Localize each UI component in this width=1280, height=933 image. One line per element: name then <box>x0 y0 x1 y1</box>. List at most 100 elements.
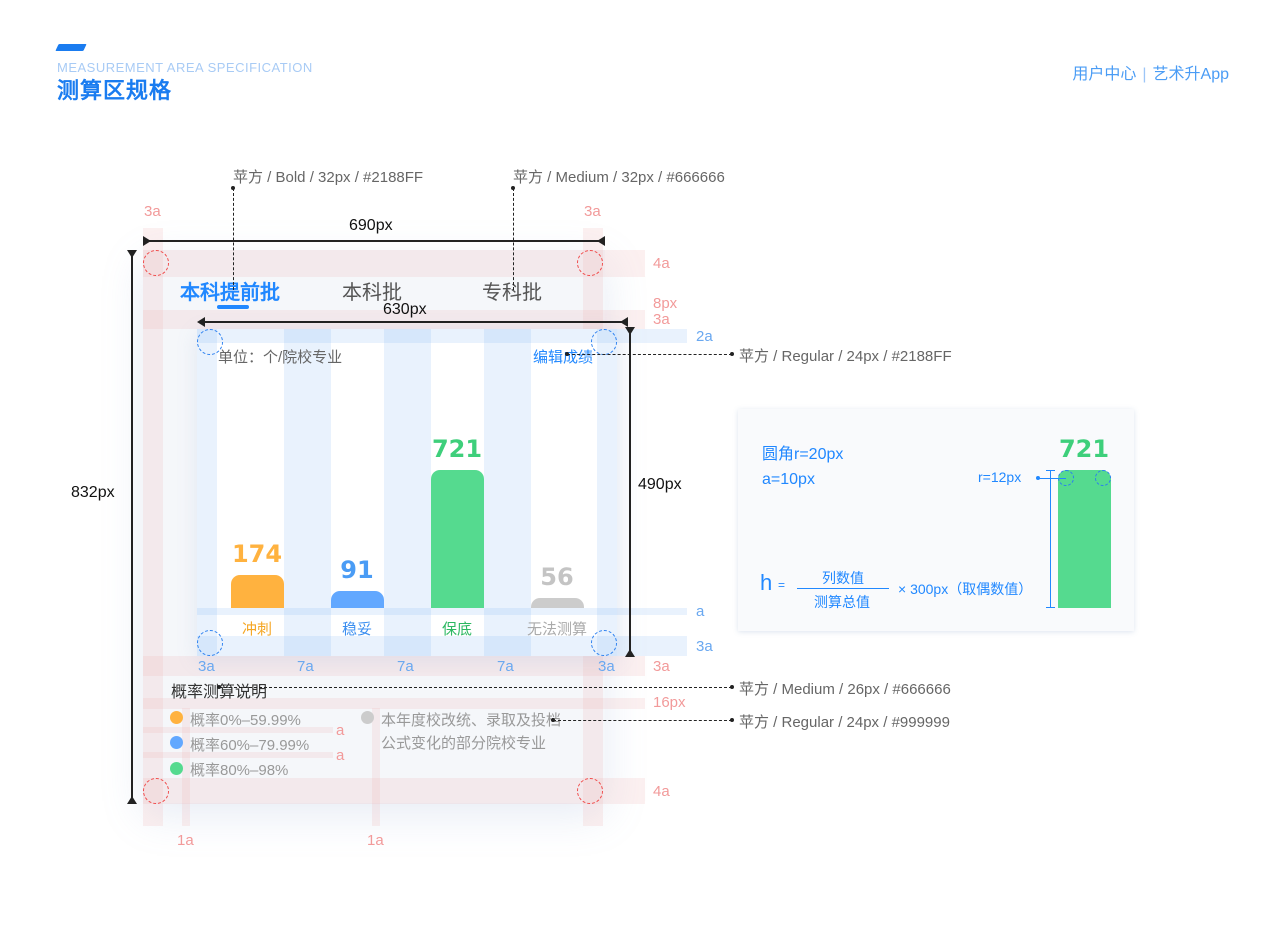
legend-item-high: 概率80%–98% <box>190 762 289 779</box>
guide-band-tab-gap <box>143 310 645 316</box>
inner-corner-marker-bl <box>197 630 223 656</box>
legend-extra-line1: 本年度校改统、录取及投档 <box>381 712 562 729</box>
tab-junior-college[interactable]: 专科批 <box>482 282 542 304</box>
guide-band-left <box>143 228 163 826</box>
note-height-line <box>1050 470 1052 608</box>
guide-label-legend-row2: a <box>336 747 345 764</box>
guide-label-bar-bottom: a <box>696 603 705 620</box>
callout-line-edit <box>567 354 732 355</box>
callout-line-legend-text <box>553 720 732 721</box>
guide-band-tab-bottom <box>143 316 645 329</box>
bar-stable[interactable] <box>331 591 384 608</box>
guide-band-below-inner <box>143 656 645 676</box>
callout-line-tab-active <box>233 188 234 290</box>
bar-label-stable: 稳妥 <box>341 621 372 638</box>
guide-col-right-margin <box>597 329 617 656</box>
note-height-tick-bottom <box>1046 607 1055 609</box>
corner-radius-marker-br <box>577 778 603 804</box>
guide-row-bar-bottom <box>197 608 687 615</box>
bar-label-safe: 保底 <box>441 621 472 638</box>
guide-col-gap-2 <box>384 329 431 656</box>
measure-line-690 <box>147 240 599 242</box>
note-radius-dot <box>1036 476 1040 480</box>
guide-label-tab-gap: 8px <box>653 295 678 312</box>
callout-dot <box>730 685 734 689</box>
guide-band-bottom <box>143 778 645 804</box>
bar-rush[interactable] <box>231 575 284 608</box>
guide-label-gap-1: 7a <box>297 658 314 675</box>
guide-label-outer-right: 3a <box>584 203 601 220</box>
arrow-left-icon <box>197 317 205 327</box>
breadcrumb-separator: | <box>1142 66 1147 83</box>
guide-label-gap-3: 7a <box>497 658 514 675</box>
formula-h: h <box>760 570 773 595</box>
guide-label-inner-left: 3a <box>198 658 215 675</box>
formula-equals: = <box>778 578 786 592</box>
guide-band-legend-indent-1 <box>182 708 190 826</box>
guide-col-gap-1 <box>284 329 331 656</box>
bar-value-rush: 174 <box>231 540 283 568</box>
arrow-up-icon <box>625 649 635 657</box>
page-subtitle-en: MEASUREMENT AREA SPECIFICATION <box>57 60 313 72</box>
legend-title: 概率测算说明 <box>171 684 268 701</box>
spec-legend-text: 苹方 / Regular / 24px / #999999 <box>739 714 950 731</box>
bar-unmeasurable[interactable] <box>531 598 584 608</box>
callout-dot <box>730 352 734 356</box>
note-height-tick-top <box>1046 470 1055 472</box>
callout-dot <box>730 718 734 722</box>
breadcrumb-user-center[interactable]: 用户中心 <box>1072 66 1137 83</box>
measure-line-630 <box>200 321 624 323</box>
note-card-radius: 圆角r=20px <box>762 446 844 463</box>
guide-col-gap-3 <box>484 329 531 656</box>
note-sample-bar <box>1058 470 1111 608</box>
bar-value-safe: 721 <box>431 435 483 463</box>
breadcrumb-app[interactable]: 艺术升App <box>1152 66 1229 83</box>
measure-label-832: 832px <box>71 484 115 501</box>
bar-label-rush: 冲刺 <box>241 621 272 638</box>
spec-tab-inactive: 苹方 / Medium / 32px / #666666 <box>513 169 725 186</box>
measure-label-490: 490px <box>638 476 682 493</box>
tab-undergrad[interactable]: 本科批 <box>342 282 402 304</box>
guide-label-legend-gap: 16px <box>653 694 686 711</box>
edit-score-link[interactable]: 编辑成绩 <box>533 349 594 366</box>
spec-edit-link: 苹方 / Regular / 24px / #2188FF <box>739 348 952 365</box>
breadcrumb: 用户中心 | 艺术升App <box>1072 60 1229 84</box>
legend-dot-orange <box>170 711 183 724</box>
bar-value-stable: 91 <box>340 556 374 584</box>
callout-dot <box>231 186 235 190</box>
note-unit-a: a=10px <box>762 471 815 488</box>
guide-label-legend-row1: a <box>336 722 345 739</box>
callout-line-tab-inactive <box>513 188 514 290</box>
guide-label-inner-bottom: 3a <box>696 638 713 655</box>
note-radius-pointer <box>1038 478 1066 480</box>
arrow-down-icon <box>625 327 635 335</box>
formula-numerator: 列数值 <box>822 570 864 586</box>
inner-corner-marker-tr <box>591 329 617 355</box>
guide-label-indent-2: 1a <box>367 832 384 849</box>
guide-label-top: 4a <box>653 255 670 272</box>
callout-dot <box>511 186 515 190</box>
guide-row-top <box>197 329 687 343</box>
guide-label-inner-top: 2a <box>696 328 713 345</box>
guide-band-legend-indent-2 <box>372 708 380 826</box>
bar-safe[interactable] <box>431 470 484 608</box>
guide-label-below-inner: 3a <box>653 658 670 675</box>
brand-accent-bar <box>55 44 87 51</box>
arrow-left-icon <box>143 236 151 246</box>
legend-item-mid: 概率60%–79.99% <box>190 737 310 754</box>
guide-row-bottom <box>197 636 687 656</box>
tab-undergrad-early[interactable]: 本科提前批 <box>180 282 280 304</box>
inner-corner-marker-br <box>591 630 617 656</box>
page-title: 测算区规格 <box>57 78 173 103</box>
guide-band-top <box>143 250 645 277</box>
guide-label-inner-right: 3a <box>598 658 615 675</box>
formula-multiplier: × 300px（取偶数值） <box>898 581 1033 597</box>
arrow-right-icon <box>620 317 628 327</box>
guide-label-bottom: 4a <box>653 783 670 800</box>
inner-corner-marker-tl <box>197 329 223 355</box>
corner-radius-marker-tr <box>577 250 603 276</box>
spec-tab-active: 苹方 / Bold / 32px / #2188FF <box>233 169 424 186</box>
formula-fraction-bar <box>797 588 889 590</box>
measure-line-490 <box>629 330 631 656</box>
note-sample-value: 721 <box>1058 435 1110 463</box>
